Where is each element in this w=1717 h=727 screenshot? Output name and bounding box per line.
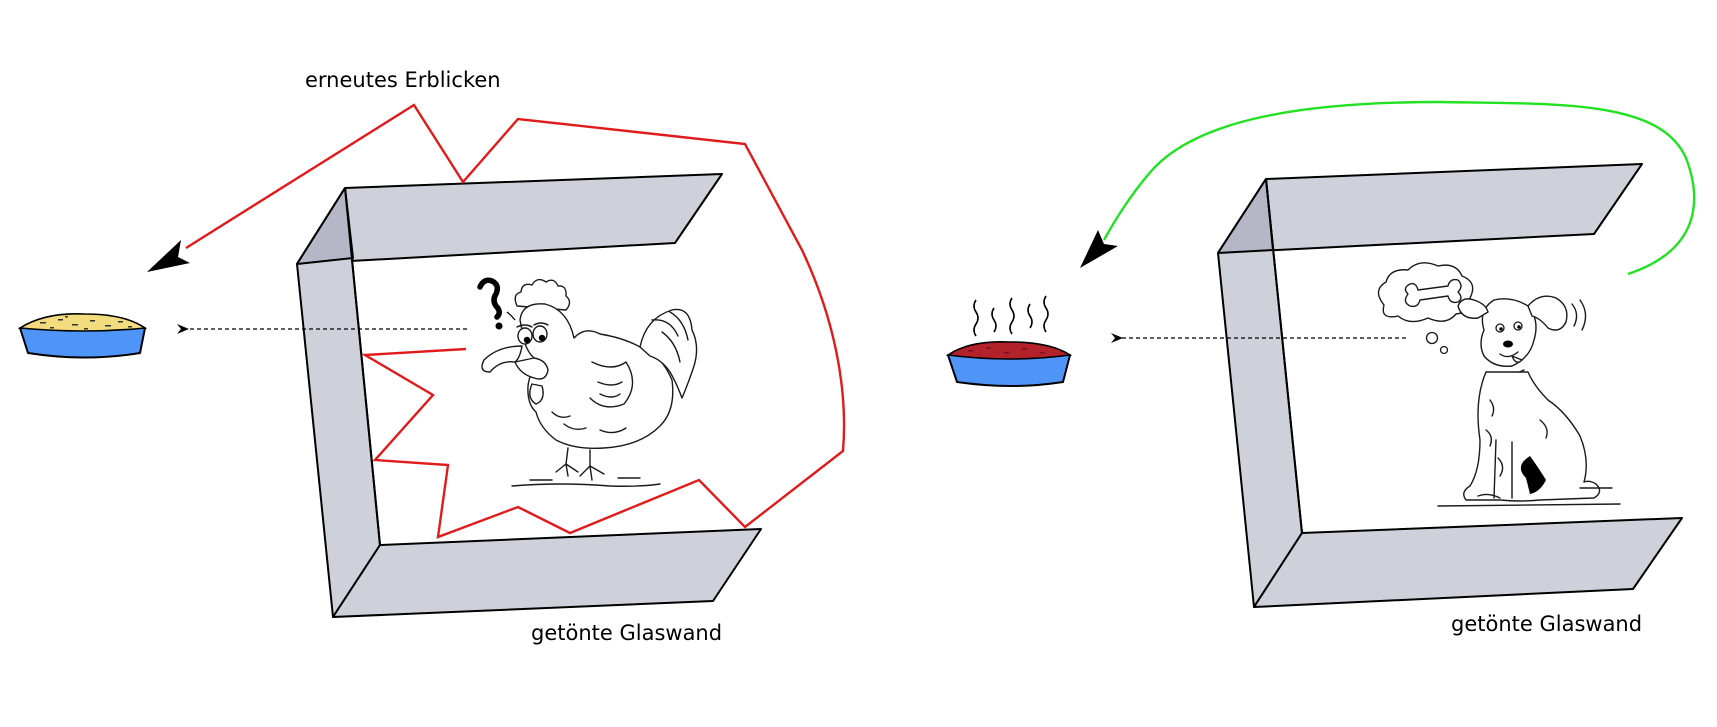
bone-thought-icon <box>1377 262 1474 355</box>
right-glass-wall <box>1217 163 1683 608</box>
left-scene: erneutes Erblicken getönte Glaswand <box>17 68 846 645</box>
reappear-label: erneutes Erblicken <box>305 68 501 92</box>
left-glass-wall <box>296 173 762 618</box>
dog-detour-path <box>1102 100 1696 276</box>
chicken-detour-arrowhead <box>147 240 190 272</box>
question-mark-icon <box>477 277 516 330</box>
steam-icon <box>973 295 1049 337</box>
dog-icon <box>1437 295 1621 507</box>
glass-wall-label-left: getönte Glaswand <box>531 621 722 645</box>
right-scene: getönte Glaswand <box>945 100 1696 636</box>
chicken-icon <box>481 278 698 487</box>
meat-bowl <box>945 340 1073 387</box>
glass-wall-label-right: getönte Glaswand <box>1451 612 1642 636</box>
dog-detour-arrowhead <box>1080 230 1118 268</box>
grain-bowl <box>17 312 148 359</box>
chicken-detour-path <box>185 103 846 539</box>
